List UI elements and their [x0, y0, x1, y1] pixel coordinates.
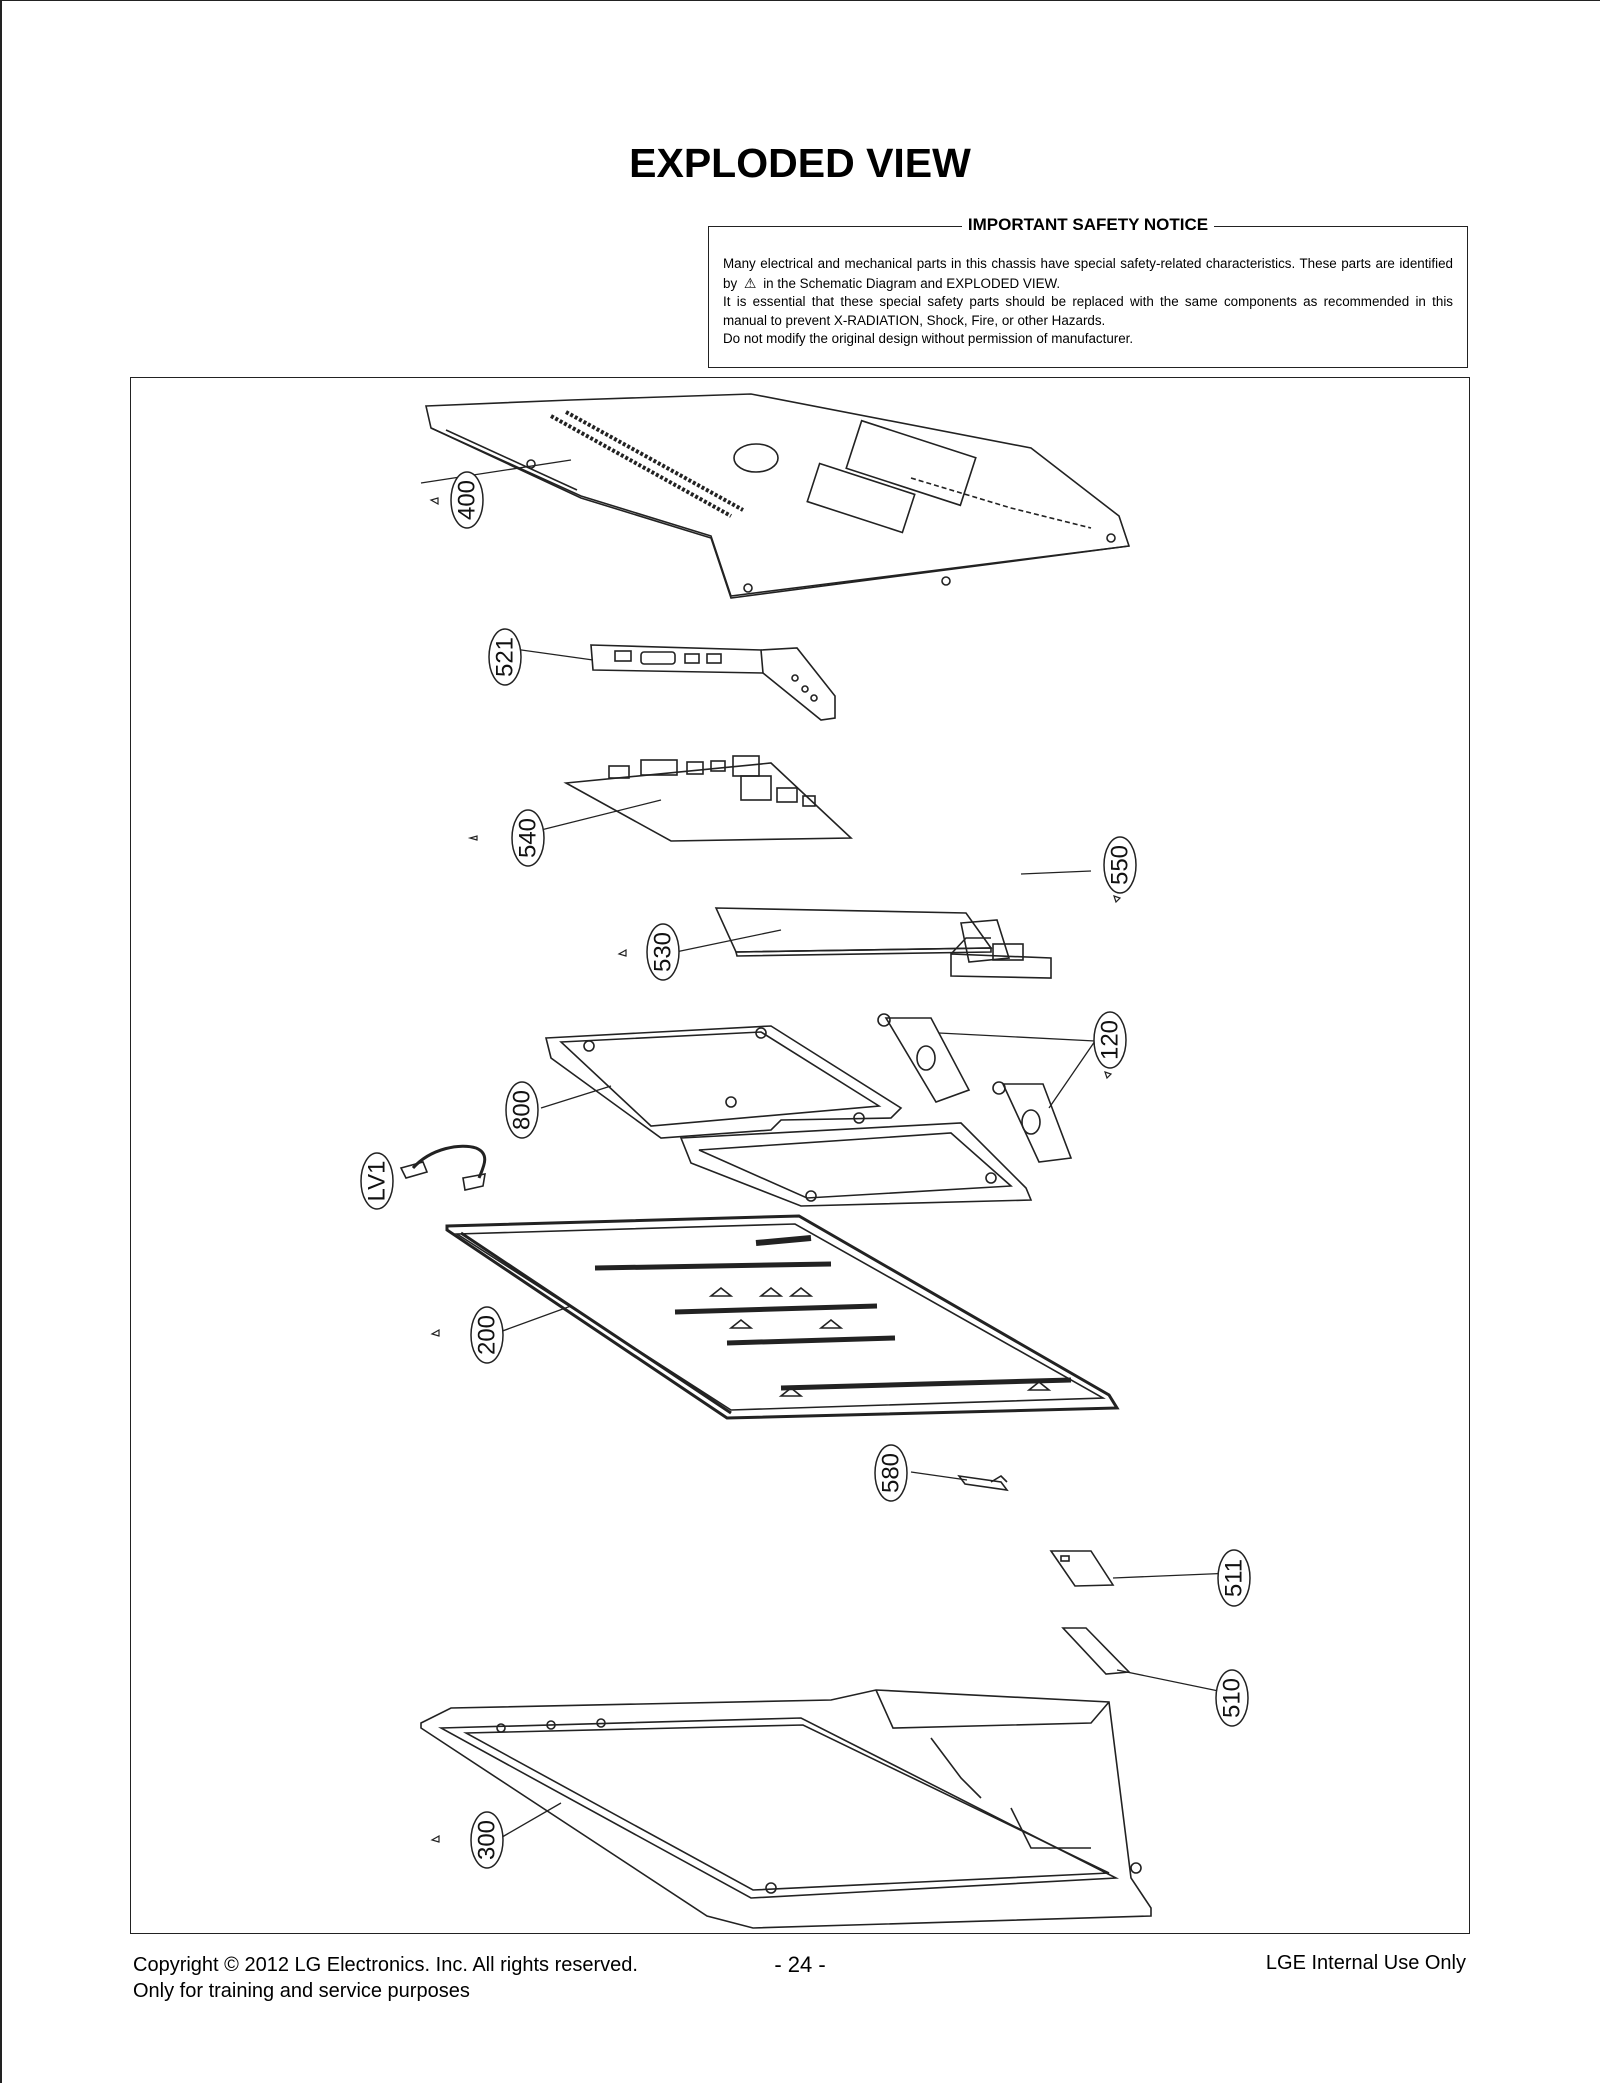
callout-bubble-580	[874, 1444, 908, 1502]
leader-line-200	[496, 1305, 572, 1334]
panel-module-drawing	[445, 1214, 1120, 1420]
part-label-510: 510	[1219, 1678, 1246, 1718]
part-label-lv1: LV1	[364, 1161, 391, 1202]
leader-line-120b	[1048, 1040, 1096, 1109]
safety-notice-body: Many electrical and mechanical parts in …	[723, 255, 1453, 349]
safety-notice-text-1a: Many electrical and mechanical parts in …	[723, 256, 1453, 291]
part-label-300: 300	[474, 1820, 501, 1860]
leader-line-511	[1112, 1572, 1234, 1579]
warning-triangle-icon: ⚠	[743, 274, 757, 291]
io-bracket-drawing	[590, 644, 836, 721]
callout-bubble-800	[505, 1081, 539, 1139]
callout-bubble-530	[646, 923, 680, 981]
shield-sheet-drawing	[714, 907, 993, 957]
part-label-550: 550	[1107, 845, 1134, 885]
warning-triangle-icon	[430, 1834, 440, 1843]
exploded-view-frame: 400 521 540 550 530 120 800 LV1 200 580 …	[130, 377, 1470, 1934]
callout-bubble-550	[1103, 836, 1137, 894]
part-511-drawing	[1049, 1550, 1115, 1587]
part-label-800: 800	[509, 1090, 536, 1130]
callout-bubble-120	[1093, 1011, 1127, 1069]
part-label-511: 511	[1221, 1559, 1248, 1597]
part-label-521: 521	[492, 637, 519, 677]
part-label-120: 120	[1097, 1020, 1124, 1060]
warning-triangle-icon	[617, 948, 627, 957]
leader-line-550	[1020, 870, 1092, 875]
footer-left: Copyright © 2012 LG Electronics. Inc. Al…	[133, 1952, 638, 2004]
leader-line-300	[496, 1802, 562, 1841]
part-label-400: 400	[454, 480, 481, 520]
frame-bracket-drawing	[544, 1025, 1033, 1207]
part-580-drawing	[957, 1474, 1009, 1492]
safety-notice-heading: IMPORTANT SAFETY NOTICE	[961, 215, 1215, 234]
callout-bubble-510	[1215, 1669, 1249, 1727]
callout-bubble-lv1	[360, 1152, 394, 1210]
part-label-200: 200	[474, 1315, 501, 1355]
callout-bubble-511	[1217, 1549, 1251, 1607]
speakers-drawing	[877, 1013, 1073, 1163]
callout-bubble-521	[488, 628, 522, 686]
warning-triangle-icon	[429, 497, 439, 506]
footer-internal-use: LGE Internal Use Only	[1265, 1952, 1466, 1974]
safety-notice-heading-wrap: IMPORTANT SAFETY NOTICE	[709, 215, 1467, 235]
leader-line-510	[1116, 1669, 1234, 1695]
part-510-drawing	[1061, 1627, 1131, 1675]
leader-line-521	[506, 647, 594, 661]
safety-notice-line-3: Do not modify the original design withou…	[723, 331, 1134, 346]
safety-notice-line-2: It is essential that these special safet…	[723, 294, 1453, 328]
safety-notice-text-1b: in the Schematic Diagram and EXPLODED VI…	[763, 275, 1061, 291]
leader-line-580	[910, 1471, 968, 1481]
footer-copyright: Copyright © 2012 LG Electronics. Inc. Al…	[133, 1954, 638, 1976]
footer-purpose: Only for training and service purposes	[133, 1980, 470, 2002]
page-title: EXPLODED VIEW	[629, 140, 971, 186]
warning-triangle-icon	[430, 1328, 440, 1337]
callout-bubble-300	[470, 1811, 504, 1869]
warning-triangle-icon	[467, 835, 478, 841]
part-label-540: 540	[515, 818, 542, 858]
warning-triangle-icon	[1104, 1071, 1113, 1080]
leader-line-120a	[938, 1032, 1096, 1042]
leader-line-540	[540, 799, 662, 831]
leader-line-530	[670, 929, 782, 954]
callout-bubble-400	[450, 471, 484, 529]
leader-line-800	[540, 1085, 612, 1109]
main-board-drawing	[563, 755, 853, 842]
callout-bubble-540	[511, 809, 545, 867]
part-label-530: 530	[650, 932, 677, 972]
part-label-580: 580	[878, 1453, 905, 1493]
leader-line-400	[420, 459, 572, 484]
back-cover-drawing	[425, 393, 1131, 599]
exploded-view-drawing: 400 521 540 550 530 120 800 LV1 200 580 …	[360, 393, 1251, 1929]
safety-notice-box: IMPORTANT SAFETY NOTICE Many electrical …	[708, 215, 1468, 368]
lv1-cable-drawing	[399, 1144, 487, 1191]
footer-page-number: - 24 -	[774, 1952, 826, 1977]
safety-notice-line-1: Many electrical and mechanical parts in …	[723, 255, 1453, 293]
front-cabinet-drawing	[420, 1689, 1152, 1929]
warning-triangle-icon	[1113, 895, 1122, 904]
callout-bubble-200	[470, 1306, 504, 1364]
